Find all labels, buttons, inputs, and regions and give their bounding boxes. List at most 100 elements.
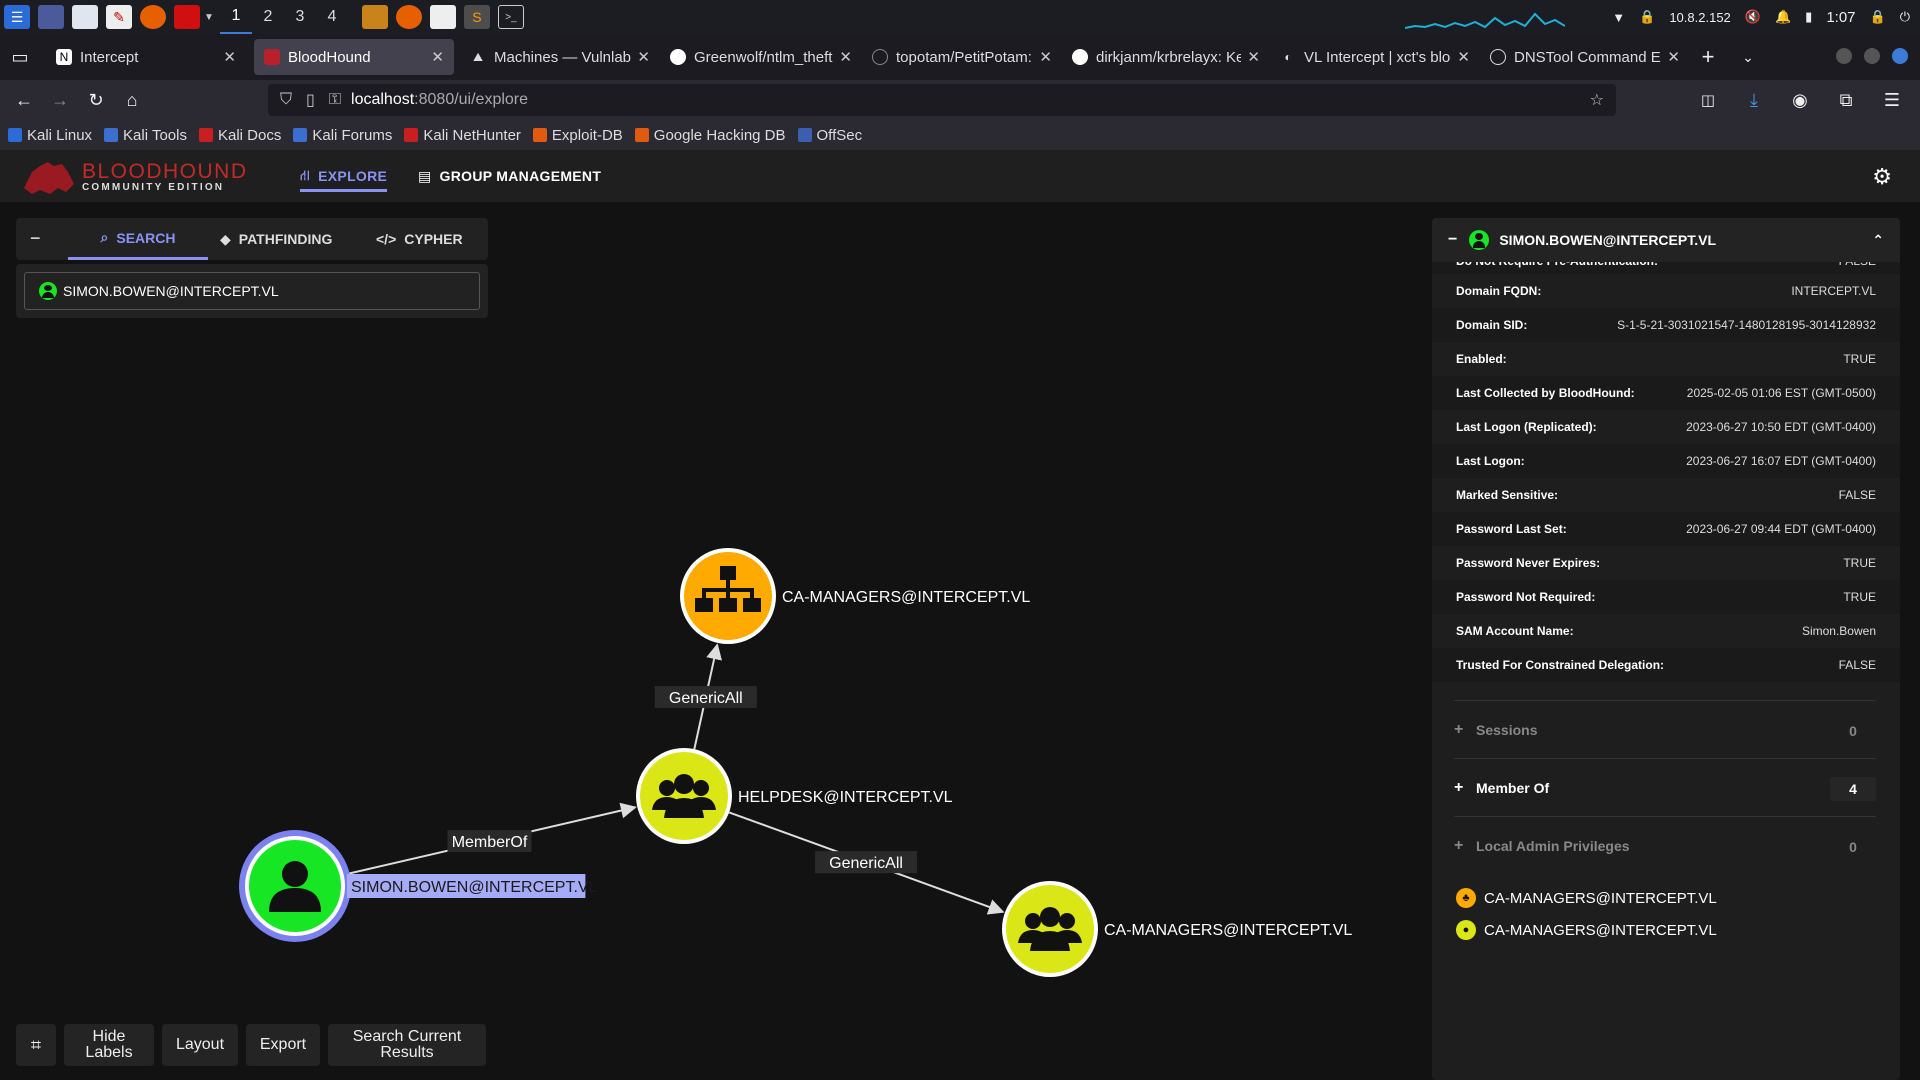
url-bar[interactable]: ⛉ ▯ ⚿ localhost:8080/ui/explore ☆ bbox=[268, 84, 1616, 116]
lock-icon[interactable]: 🔒 bbox=[1869, 9, 1886, 24]
workspace-3[interactable]: 3 bbox=[295, 8, 305, 25]
tab-cypher[interactable]: </> CYPHER bbox=[376, 218, 463, 260]
bookmark-kali-docs[interactable]: Kali Docs bbox=[198, 127, 281, 144]
graph-node-ca-group[interactable]: CA-MANAGERS@INTERCEPT.VL bbox=[1002, 881, 1352, 977]
close-icon[interactable]: ✕ bbox=[223, 49, 236, 66]
star-icon[interactable]: ☆ bbox=[1589, 92, 1604, 109]
tab-list-icon[interactable]: ▭ bbox=[11, 46, 29, 67]
close-icon[interactable]: ✕ bbox=[1039, 49, 1052, 66]
expand-icon[interactable]: + bbox=[1454, 836, 1464, 854]
tab-petitpotam[interactable]: topotam/PetitPotam: P ✕ bbox=[862, 39, 1062, 75]
menu-icon[interactable]: ☰ bbox=[1883, 89, 1901, 110]
expand-icon[interactable]: + bbox=[1454, 720, 1464, 738]
tab-xct-blog[interactable]: ◐ VL Intercept | xct's blog ✕ bbox=[1270, 39, 1480, 75]
edge-label[interactable]: GenericAll bbox=[815, 851, 918, 874]
wifi-icon[interactable]: ▼ bbox=[1612, 9, 1626, 25]
outbound-object-control-list: ♣CA-MANAGERS@INTERCEPT.VL●CA-MANAGERS@IN… bbox=[1432, 882, 1900, 946]
reload-icon[interactable]: ↻ bbox=[88, 89, 104, 110]
bell-icon[interactable]: 🔔 bbox=[1774, 9, 1792, 24]
editor-window-icon[interactable] bbox=[429, 5, 456, 29]
tab-bloodhound[interactable]: BloodHound ✕ bbox=[254, 39, 454, 75]
maximize-icon[interactable] bbox=[1864, 48, 1880, 64]
settings-gear-icon[interactable]: ⚙ bbox=[1872, 164, 1892, 189]
back-icon[interactable]: ← bbox=[15, 89, 33, 110]
extensions-icon[interactable]: ⧉ bbox=[1839, 89, 1853, 110]
download-icon[interactable]: ⤓ bbox=[1750, 89, 1758, 110]
terminal-icon[interactable]: >_ bbox=[497, 5, 524, 29]
file-manager-icon[interactable] bbox=[72, 5, 98, 29]
chevron-up-icon[interactable]: ⌃ bbox=[1872, 231, 1884, 248]
close-icon[interactable]: ✕ bbox=[1247, 49, 1260, 66]
outbound-item[interactable]: ♣CA-MANAGERS@INTERCEPT.VL bbox=[1432, 882, 1900, 914]
tab-intercept[interactable]: N Intercept ✕ bbox=[46, 39, 246, 75]
shield-icon[interactable]: ⛉ bbox=[280, 91, 293, 108]
tab-dnstool[interactable]: DNSTool Command Er ✕ bbox=[1480, 39, 1690, 75]
close-window-icon[interactable] bbox=[1892, 48, 1908, 64]
mute-icon[interactable]: 🔇 bbox=[1744, 9, 1761, 24]
sublime-icon[interactable]: S bbox=[463, 5, 490, 29]
permissions-icon[interactable]: ⚿ bbox=[328, 91, 342, 108]
edge-label[interactable]: MemberOf bbox=[447, 830, 532, 852]
bookmark-kali-linux[interactable]: Kali Linux bbox=[8, 127, 92, 144]
account-icon[interactable]: ◉ bbox=[1792, 89, 1808, 110]
crop-button[interactable]: ⌗ bbox=[16, 1024, 56, 1066]
layout-button[interactable]: Layout bbox=[162, 1024, 238, 1066]
entity-scroll-area[interactable]: Do Not Require Pre-Authentication:FALSED… bbox=[1432, 254, 1900, 872]
bookmark-kali-nethunter[interactable]: Kali NetHunter bbox=[404, 127, 521, 144]
minimize-icon[interactable] bbox=[1836, 48, 1852, 64]
close-icon[interactable]: ✕ bbox=[1667, 49, 1680, 66]
bookmark-offsec[interactable]: OffSec bbox=[797, 127, 862, 144]
close-icon[interactable]: ✕ bbox=[637, 49, 650, 66]
bookmark-kali-forums[interactable]: Kali Forums bbox=[293, 127, 392, 144]
workspace-4[interactable]: 4 bbox=[327, 8, 337, 25]
workspace-1[interactable]: 1 bbox=[219, 0, 252, 34]
nav-group-management[interactable]: ▤ GROUP MANAGEMENT bbox=[418, 150, 601, 202]
firefox-icon[interactable] bbox=[140, 5, 166, 29]
tab-pathfinding[interactable]: ◆ PATHFINDING bbox=[220, 218, 332, 260]
home-icon[interactable]: ⌂ bbox=[126, 89, 138, 110]
collapse-icon[interactable]: − bbox=[1448, 231, 1458, 248]
tab-krbrelayx[interactable]: dirkjanm/krbrelayx: Ker ✕ bbox=[1062, 39, 1270, 75]
kali-menu-icon[interactable]: ☰ bbox=[4, 5, 30, 29]
desktop-icon[interactable] bbox=[38, 5, 64, 29]
workspace-2[interactable]: 2 bbox=[263, 8, 273, 25]
graph-node-user[interactable]: SIMON.BOWEN@INTERCEPT.VL bbox=[239, 830, 598, 942]
tab-search[interactable]: ⌕ SEARCH bbox=[68, 218, 208, 260]
export-button[interactable]: Export bbox=[246, 1024, 320, 1066]
tab-title: dirkjanm/krbrelayx: Ker bbox=[1096, 48, 1242, 66]
pocket-icon[interactable]: ◫ bbox=[1700, 92, 1716, 109]
tab-vulnlab[interactable]: ⛰ Machines — Vulnlab ✕ bbox=[460, 39, 660, 75]
graph-node-helpdesk[interactable]: HELPDESK@INTERCEPT.VL bbox=[636, 748, 953, 844]
tab-ntlm-theft[interactable]: Greenwolf/ntlm_theft ✕ bbox=[660, 39, 862, 75]
browser-tab-bar: ▭ N Intercept ✕ BloodHound ✕ ⛰ Machines … bbox=[0, 34, 1920, 80]
bookmark-exploit-db[interactable]: Exploit-DB bbox=[532, 127, 623, 144]
outbound-item[interactable]: ●CA-MANAGERS@INTERCEPT.VL bbox=[1432, 914, 1900, 946]
new-tab-icon[interactable]: + bbox=[1701, 44, 1715, 69]
power-icon[interactable]: ⏻ bbox=[1899, 9, 1910, 24]
close-icon[interactable]: ✕ bbox=[1457, 49, 1470, 66]
text-editor-icon[interactable]: ✎ bbox=[106, 5, 132, 29]
bookmark-kali-tools[interactable]: Kali Tools bbox=[104, 127, 187, 144]
collapse-panel-icon[interactable]: − bbox=[30, 228, 41, 248]
chevron-down-icon[interactable]: ▼ bbox=[204, 11, 214, 23]
terminal-red-icon[interactable] bbox=[174, 5, 200, 29]
graph-node-ca-ou[interactable]: CA-MANAGERS@INTERCEPT.VL bbox=[680, 548, 1030, 644]
close-icon[interactable]: ✕ bbox=[431, 49, 444, 66]
search-current-results-button[interactable]: Search Current Results bbox=[328, 1024, 486, 1066]
hide-labels-button[interactable]: Hide Labels bbox=[64, 1024, 154, 1066]
bloodhound-logo[interactable]: BLOODHOUND COMMUNITY EDITION bbox=[22, 158, 246, 196]
expand-icon[interactable]: + bbox=[1454, 778, 1464, 796]
burp-icon[interactable] bbox=[361, 5, 388, 29]
close-icon[interactable]: ✕ bbox=[839, 49, 852, 66]
bookmark-google-hacking-db[interactable]: Google Hacking DB bbox=[634, 127, 786, 144]
edge-label[interactable]: GenericAll bbox=[654, 685, 757, 708]
chevron-down-icon[interactable]: ⌄ bbox=[1742, 48, 1754, 65]
search-input[interactable]: SIMON.BOWEN@INTERCEPT.VL bbox=[24, 272, 480, 310]
forward-icon[interactable]: → bbox=[51, 89, 69, 110]
nav-explore[interactable]: ⛙ EXPLORE bbox=[300, 150, 388, 202]
firefox-window-icon[interactable] bbox=[395, 5, 422, 29]
